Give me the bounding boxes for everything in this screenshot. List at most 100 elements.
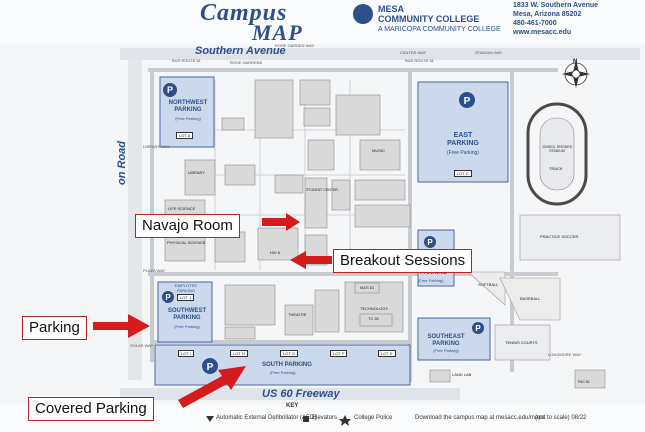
building-label-softball: SOFTBALL [478, 282, 499, 287]
inner-road-top [148, 68, 558, 72]
building-arts[interactable] [314, 289, 340, 333]
svg-text:P: P [165, 293, 171, 302]
building-english-journalism[interactable] [254, 79, 294, 139]
southwest-parking-sub: (Free Parking) [174, 324, 200, 329]
southwest-employee-label: EMPLOYEE PARKING [174, 283, 197, 293]
inner-road-low [150, 340, 410, 344]
southwest-parking-title: SOUTHWEST PARKING [167, 308, 207, 321]
college-logo-icon [353, 4, 373, 24]
arrow-covered [178, 366, 246, 408]
building-pac[interactable] [574, 369, 606, 389]
library-way: LIBRARY WAY [143, 144, 170, 149]
south-lot-f: LOT F [330, 350, 348, 357]
south-lot-e: LOT E [378, 350, 396, 357]
longmore-way: LONGMORE WAY [548, 352, 582, 357]
building-theatre[interactable] [284, 304, 314, 336]
building-as5[interactable] [274, 174, 304, 194]
building-label-library: LIBRARY [188, 170, 206, 175]
address-line-3: 480-461-7000 [513, 20, 557, 27]
southeast-parking-lot[interactable] [417, 317, 491, 361]
rose-garden-way: ROSE GARDEN WAY [275, 43, 315, 48]
address-line-4[interactable]: www.mesacc.edu [513, 29, 572, 36]
address-line-1: 1833 W. Southern Avenue [513, 2, 599, 9]
track-infield [539, 117, 575, 191]
key-police: College Police [354, 415, 393, 421]
title-map: MAP [252, 20, 303, 45]
east-parking-sub: (Free Parking) [447, 150, 479, 156]
building-label-stadium: JOHN D. RHODES STADIUM [542, 145, 572, 153]
callout-navajo-room[interactable]: Navajo Room [135, 214, 240, 238]
southwest-lot-j: LOT J [177, 294, 194, 301]
building-student-center[interactable] [304, 177, 328, 229]
callout-covered-parking[interactable]: Covered Parking [28, 397, 154, 421]
p-badge-northwest [163, 83, 177, 97]
building-social-cultural[interactable] [224, 284, 276, 326]
east-parking-title: EAST PARKING [447, 132, 479, 147]
south-lot-h: LOT H [230, 350, 248, 357]
south-lot-g: LOT G [280, 350, 298, 357]
key-elevators: Elevators [312, 415, 338, 421]
college-name-line2: COMMUNITY COLLEGE [378, 14, 480, 24]
inner-road-far-east [510, 72, 514, 372]
college-name-line1: MESA [378, 4, 405, 14]
tennis-courts[interactable] [494, 324, 551, 361]
police-star-icon [339, 415, 351, 426]
practice-soccer-field[interactable] [519, 214, 621, 261]
building-label-music: MUSIC [372, 148, 385, 153]
building-label-baseball: BASEBALL [520, 296, 541, 301]
solar-way: SOLAR WAY [130, 343, 154, 348]
p-badge-southeast [472, 322, 484, 334]
dobson-road-label: on Road [116, 141, 128, 185]
athletic-fields [467, 102, 621, 361]
building-ms61[interactable] [354, 282, 380, 294]
parking-p-badges: P P P P P P [162, 83, 484, 374]
center-parking-sub: (Free Parking) [418, 278, 444, 283]
building-gymnasium[interactable] [354, 204, 411, 228]
building-music[interactable] [359, 139, 401, 171]
us60-label: US 60 Freeway [262, 388, 340, 400]
baseball-field[interactable] [499, 277, 561, 321]
building-ba45[interactable] [307, 139, 335, 171]
building-land-lab[interactable] [429, 369, 451, 383]
college-name-line3: A MARICOPA COMMUNITY COLLEGE [378, 26, 501, 33]
building-sc34[interactable] [224, 326, 256, 340]
key-title: KEY [286, 403, 299, 409]
bus-route-left: BUS ROUTE 61 [172, 58, 201, 63]
key-scale: (not to scale) 08/22 [535, 415, 587, 421]
arrow-parking [93, 314, 150, 338]
building-la3[interactable] [221, 117, 245, 131]
southern-avenue-road [120, 48, 640, 60]
callout-parking[interactable]: Parking [22, 316, 87, 340]
rose-gardens: ROSE GARDENS [230, 60, 263, 65]
east-parking-lot[interactable] [417, 81, 509, 183]
track-oval[interactable] [526, 102, 588, 206]
callout-arrows [93, 213, 332, 408]
p-badge-center [424, 236, 436, 248]
center-parking-title: PARKING [420, 270, 448, 276]
building-as2[interactable] [303, 107, 331, 127]
stadium-way: STADIUM WAY [475, 50, 503, 55]
elevator-icon [303, 416, 309, 422]
building-health-wellness[interactable] [257, 227, 299, 261]
building-label-tennis: TENNIS COURTS [505, 340, 538, 345]
building-visitor[interactable] [299, 79, 331, 106]
building-library[interactable] [184, 159, 216, 196]
building-sc27[interactable] [331, 179, 351, 211]
building-tc50[interactable] [359, 313, 393, 327]
bus-route-right: BUS ROUTE 61 [405, 58, 434, 63]
building-label-physical-science: PHYSICAL SCIENCE [167, 240, 206, 245]
aed-icon [206, 416, 214, 422]
svg-text:P: P [207, 362, 214, 373]
building-business[interactable] [335, 94, 381, 136]
compass-n-label: N [573, 59, 578, 65]
svg-text:P: P [475, 324, 481, 333]
key-icons [206, 415, 351, 426]
building-as4[interactable] [224, 164, 256, 186]
center-way: CENTER WAY [400, 50, 427, 55]
key-download: Download the campus map at mesacc.edu/ma… [415, 415, 545, 421]
building-fitness[interactable] [354, 179, 406, 201]
map-header: Campus MAP MESA COMMUNITY COLLEGE A MARI… [0, 0, 645, 45]
callout-breakout-sessions[interactable]: Breakout Sessions [333, 249, 473, 273]
building-label-pac: PAC 81 [578, 380, 590, 384]
